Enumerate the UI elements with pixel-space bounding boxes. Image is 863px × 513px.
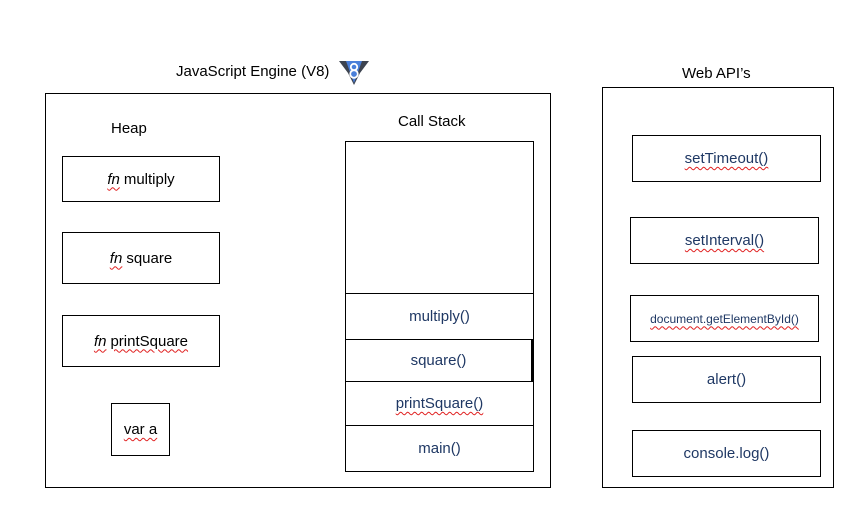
heap-variable-a: var a — [111, 403, 170, 456]
heap-item-keyword: fn — [93, 332, 107, 350]
web-api-getelementbyid: document.getElementById() — [630, 295, 819, 342]
call-stack-title: Call Stack — [398, 113, 466, 130]
heap-item-name: square — [126, 249, 173, 267]
stack-frame-square: square() — [345, 339, 533, 382]
engine-title: JavaScript Engine (V8) — [176, 63, 330, 80]
heap-item-name: multiply — [123, 170, 175, 188]
heap-item-name: printSquare — [110, 332, 189, 350]
stack-frame-multiply: multiply() — [345, 293, 534, 340]
web-api-label: document.getElementById() — [650, 311, 799, 326]
stack-frame-label: square() — [410, 352, 467, 369]
web-api-console-log: console.log() — [632, 430, 821, 477]
web-api-label: alert() — [706, 371, 747, 388]
web-api-settimeout: setTimeout() — [632, 135, 821, 182]
web-api-label: console.log() — [683, 445, 770, 462]
stack-frame-label: main() — [418, 440, 461, 457]
heap-variable-label: var a — [123, 421, 158, 438]
engine-container — [45, 93, 551, 488]
web-api-alert: alert() — [632, 356, 821, 403]
heap-item-keyword: fn — [107, 170, 120, 188]
stack-frame-printsquare: printSquare() — [345, 381, 534, 426]
heap-item-keyword: fn — [109, 249, 123, 267]
web-api-label: setInterval() — [684, 232, 765, 249]
stack-frame-label: multiply() — [409, 308, 470, 325]
heap-title: Heap — [111, 120, 147, 137]
v8-logo-icon — [338, 58, 370, 86]
web-apis-title: Web API’s — [682, 65, 751, 82]
web-apis-container — [602, 87, 834, 488]
stack-frame-label: printSquare() — [395, 395, 484, 412]
stack-frame-main: main() — [345, 425, 534, 472]
web-api-setinterval: setInterval() — [630, 217, 819, 264]
web-api-label: setTimeout() — [684, 150, 769, 167]
